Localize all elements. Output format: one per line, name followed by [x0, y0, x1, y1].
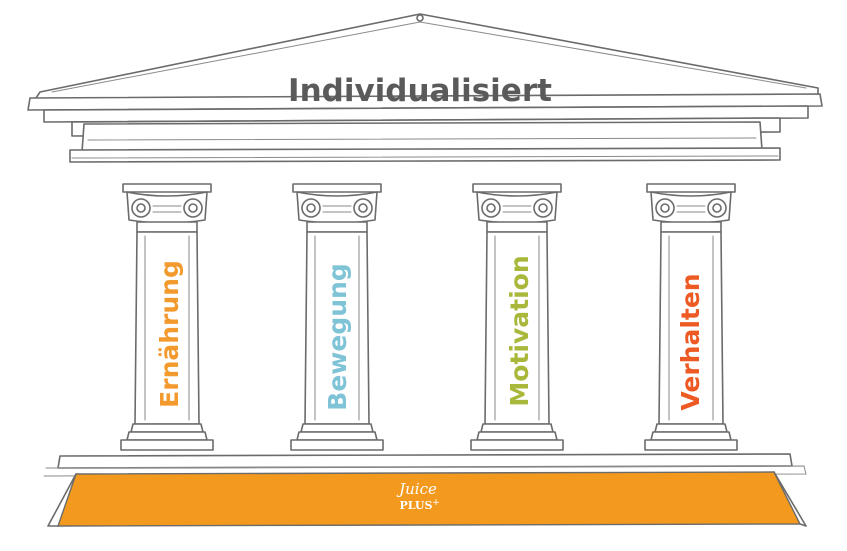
pillar-verhalten: Verhalten: [644, 183, 738, 451]
pillar-label: Verhalten: [676, 273, 705, 410]
pillar-bewegung: Bewegung: [290, 183, 384, 451]
pillar-ernaehrung: Ernährung: [120, 183, 214, 451]
roof: Individualisiert: [27, 13, 823, 163]
column-capital: [472, 183, 562, 233]
pillar-label: Bewegung: [323, 263, 352, 410]
pillar-label: Ernährung: [155, 260, 184, 408]
roof-title: Individualisiert: [288, 73, 552, 109]
logo-plus: PLUS: [400, 499, 433, 512]
pillar-motivation: Motivation: [470, 183, 564, 451]
column-capital: [292, 183, 382, 233]
juice-plus-logo: Juice PLUS +: [396, 480, 440, 512]
column-base: [470, 423, 564, 451]
foundation: Juice PLUS +: [43, 453, 807, 527]
logo-juice: Juice: [396, 480, 437, 498]
column-capital: [122, 183, 212, 233]
column-base: [644, 423, 738, 451]
column-base: [120, 423, 214, 451]
pillar-label: Motivation: [505, 255, 534, 406]
logo-plus-mark: +: [432, 498, 440, 508]
column-capital: [646, 183, 736, 233]
column-base: [290, 423, 384, 451]
